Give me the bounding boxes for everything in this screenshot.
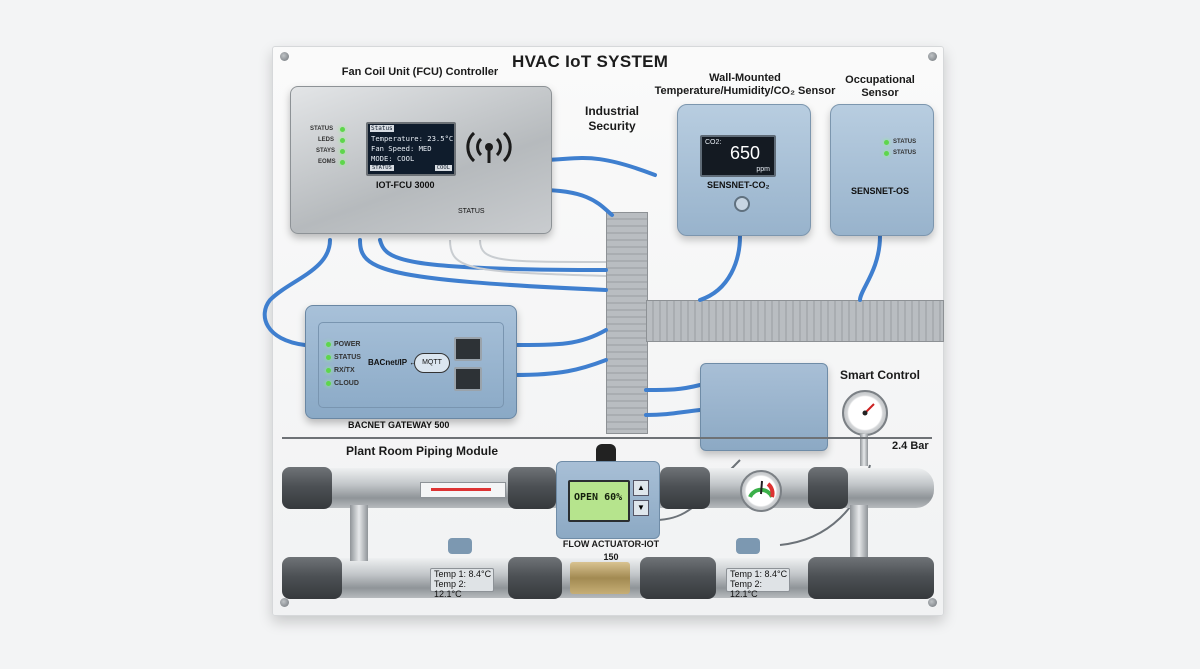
flow-meter [420,482,506,498]
co2-unit: ppm [756,166,770,173]
pipe-insulation [282,467,332,509]
fcu-port-label: STATUS [458,208,485,215]
gateway-led-label: CLOUD [334,380,359,387]
actuator-knob[interactable] [596,444,616,462]
wireless-icon [466,131,512,163]
fcu-display-softkey: COOL [434,165,452,171]
fcu-display-line: MODE: COOL [371,154,415,163]
temp-1-value: Temp 1: 8.4°C [434,569,492,579]
temp-readout-right: Temp 1: 8.4°C Temp 2: 12.1°C [726,568,790,599]
co2-value: 650 [730,143,761,163]
status-led [340,138,345,143]
piping-caption: Plant Room Piping Module [346,444,498,458]
status-led [326,381,331,386]
status-led [326,355,331,360]
status-led [326,342,331,347]
gateway-led-label: POWER [334,341,361,348]
fcu-display-line: Temperature: 23.5°C [371,134,454,143]
temp-2-value: Temp 2: 12.1°C [730,579,763,599]
status-led [884,140,889,145]
fcu-led-label: EOMS [318,159,336,165]
gateway-panel [318,322,504,408]
smart-control-box [700,363,828,451]
gateway-model-label: BACNET GATEWAY 500 [348,420,450,430]
gateway-led-label: RX/TX [334,367,355,374]
brass-valve [570,562,630,594]
pipe-insulation [808,467,848,509]
pipe-insulation [508,557,562,599]
sensor-button[interactable] [734,196,750,212]
temp-1-value: Temp 1: 8.4°C [730,569,788,579]
actuator-display: OPEN 60% [568,480,630,522]
pipe-insulation [660,467,710,509]
occupancy-sensor [830,104,934,236]
gauge-scale-icon [748,480,775,498]
th-sensor-model: SENSNET-CO₂ [707,180,770,190]
pipe-temp-sensor [448,538,472,554]
fcu-display-line: Fan Speed: MED [371,144,432,153]
th-sensor-caption: Wall-Mounted Temperature/Humidity/CO₂ Se… [654,72,836,97]
section-divider [282,437,932,439]
os-sensor-model: SENSNET-OS [851,186,910,196]
status-led [326,368,331,373]
pipe-insulation [640,557,716,599]
pipe-insulation [808,557,934,599]
fcu-led-label: STAYS [316,148,336,154]
cloud-label: MQTT [422,359,442,366]
screw [928,52,937,61]
down-button[interactable]: ▼ [633,500,649,516]
status-led [884,151,889,156]
fcu-display-softkey: STATUS [370,165,394,171]
os-led-label: STATUS [893,150,917,156]
fcu-display-header: Status [370,125,394,132]
co2-display-label: CO2: [705,139,722,146]
fcu-led-label: STATUS [310,126,334,132]
riser-pipe [350,505,368,561]
pipe-temp-sensor [736,538,760,554]
actuator-model-label: FLOW ACTUATOR-IOT 150 [562,539,660,562]
pipe-insulation [508,467,556,509]
fcu-display: Status Temperature: 23.5°C Fan Speed: ME… [366,122,456,176]
gauge-stem [860,434,868,466]
temp-2-value: Temp 2: 12.1°C [434,579,467,599]
ethernet-port[interactable] [454,337,482,361]
cable-duct-horizontal [646,300,944,342]
bacnet-gateway [305,305,517,419]
fcu-caption: Fan Coil Unit (FCU) Controller [341,66,499,78]
page-title: HVAC IoT SYSTEM [512,52,669,71]
screw [928,598,937,607]
gauge-needle-icon [862,403,875,416]
screw [280,598,289,607]
pipe-insulation [282,557,342,599]
smart-control-label: Smart Control [840,368,921,382]
temperature-gauge [740,470,782,512]
pressure-value: 2.4 Bar [892,440,929,452]
status-led [340,127,345,132]
industrial-security-label: Industrial Security [584,104,639,133]
protocol-label: BACnet/IP ↔ [368,358,418,367]
os-led-label: STATUS [893,139,917,145]
os-sensor-caption: Occupational Sensor [845,74,915,99]
co2-display: CO2: 650 ppm [700,135,776,177]
flow-meter-indicator [431,488,491,491]
status-led [340,160,345,165]
cable-duct-vertical [606,212,648,434]
temp-readout-left: Temp 1: 8.4°C Temp 2: 12.1°C [430,568,494,599]
riser-pipe [850,505,868,561]
screw [280,52,289,61]
cloud-icon: MQTT [414,353,450,373]
pressure-gauge [842,390,888,436]
up-button[interactable]: ▲ [633,480,649,496]
status-led [340,149,345,154]
fcu-led-label: LEDS [318,137,335,143]
gateway-led-label: STATUS [334,354,361,361]
ethernet-port[interactable] [454,367,482,391]
actuator-display-value: OPEN 60% [574,492,623,503]
fcu-model-label: IOT-FCU 3000 [376,180,435,190]
